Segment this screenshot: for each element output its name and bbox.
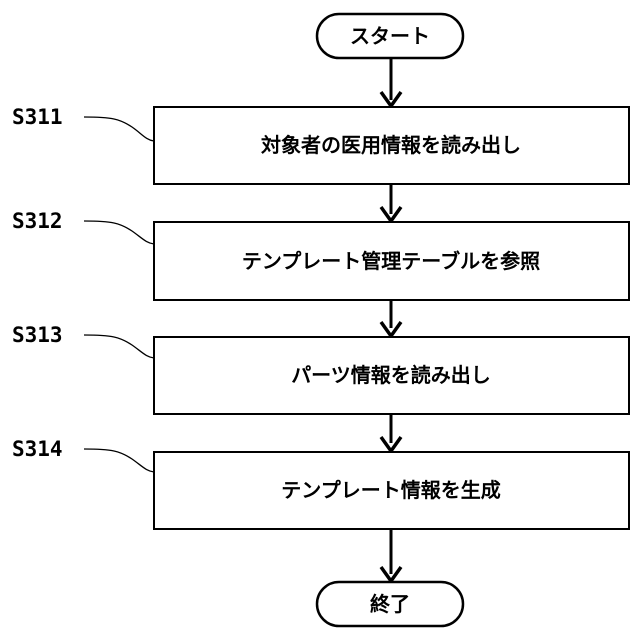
leader-line-s314 xyxy=(84,449,154,472)
step-s311: S311 対象者の医用情報を読み出し xyxy=(12,105,629,184)
end-terminal: 終了 xyxy=(317,582,463,626)
step-id-s312: S312 xyxy=(12,209,63,233)
step-s314: S314 テンプレート情報を生成 xyxy=(12,437,629,529)
step-s312: S312 テンプレート管理テーブルを参照 xyxy=(12,209,629,300)
end-label: 終了 xyxy=(370,592,410,616)
start-terminal: スタート xyxy=(317,14,463,58)
process-label-s312: テンプレート管理テーブルを参照 xyxy=(242,249,540,273)
process-label-s311: 対象者の医用情報を読み出し xyxy=(260,133,521,157)
step-id-s313: S313 xyxy=(12,323,63,347)
leader-line-s313 xyxy=(84,335,154,358)
step-s313: S313 パーツ情報を読み出し xyxy=(12,323,629,414)
step-id-s314: S314 xyxy=(12,437,63,461)
start-label: スタート xyxy=(350,24,430,48)
step-id-s311: S311 xyxy=(12,105,63,129)
leader-line-s311 xyxy=(84,117,154,141)
process-label-s314: テンプレート情報を生成 xyxy=(281,478,500,502)
leader-line-s312 xyxy=(84,221,154,244)
process-label-s313: パーツ情報を読み出し xyxy=(291,363,491,387)
